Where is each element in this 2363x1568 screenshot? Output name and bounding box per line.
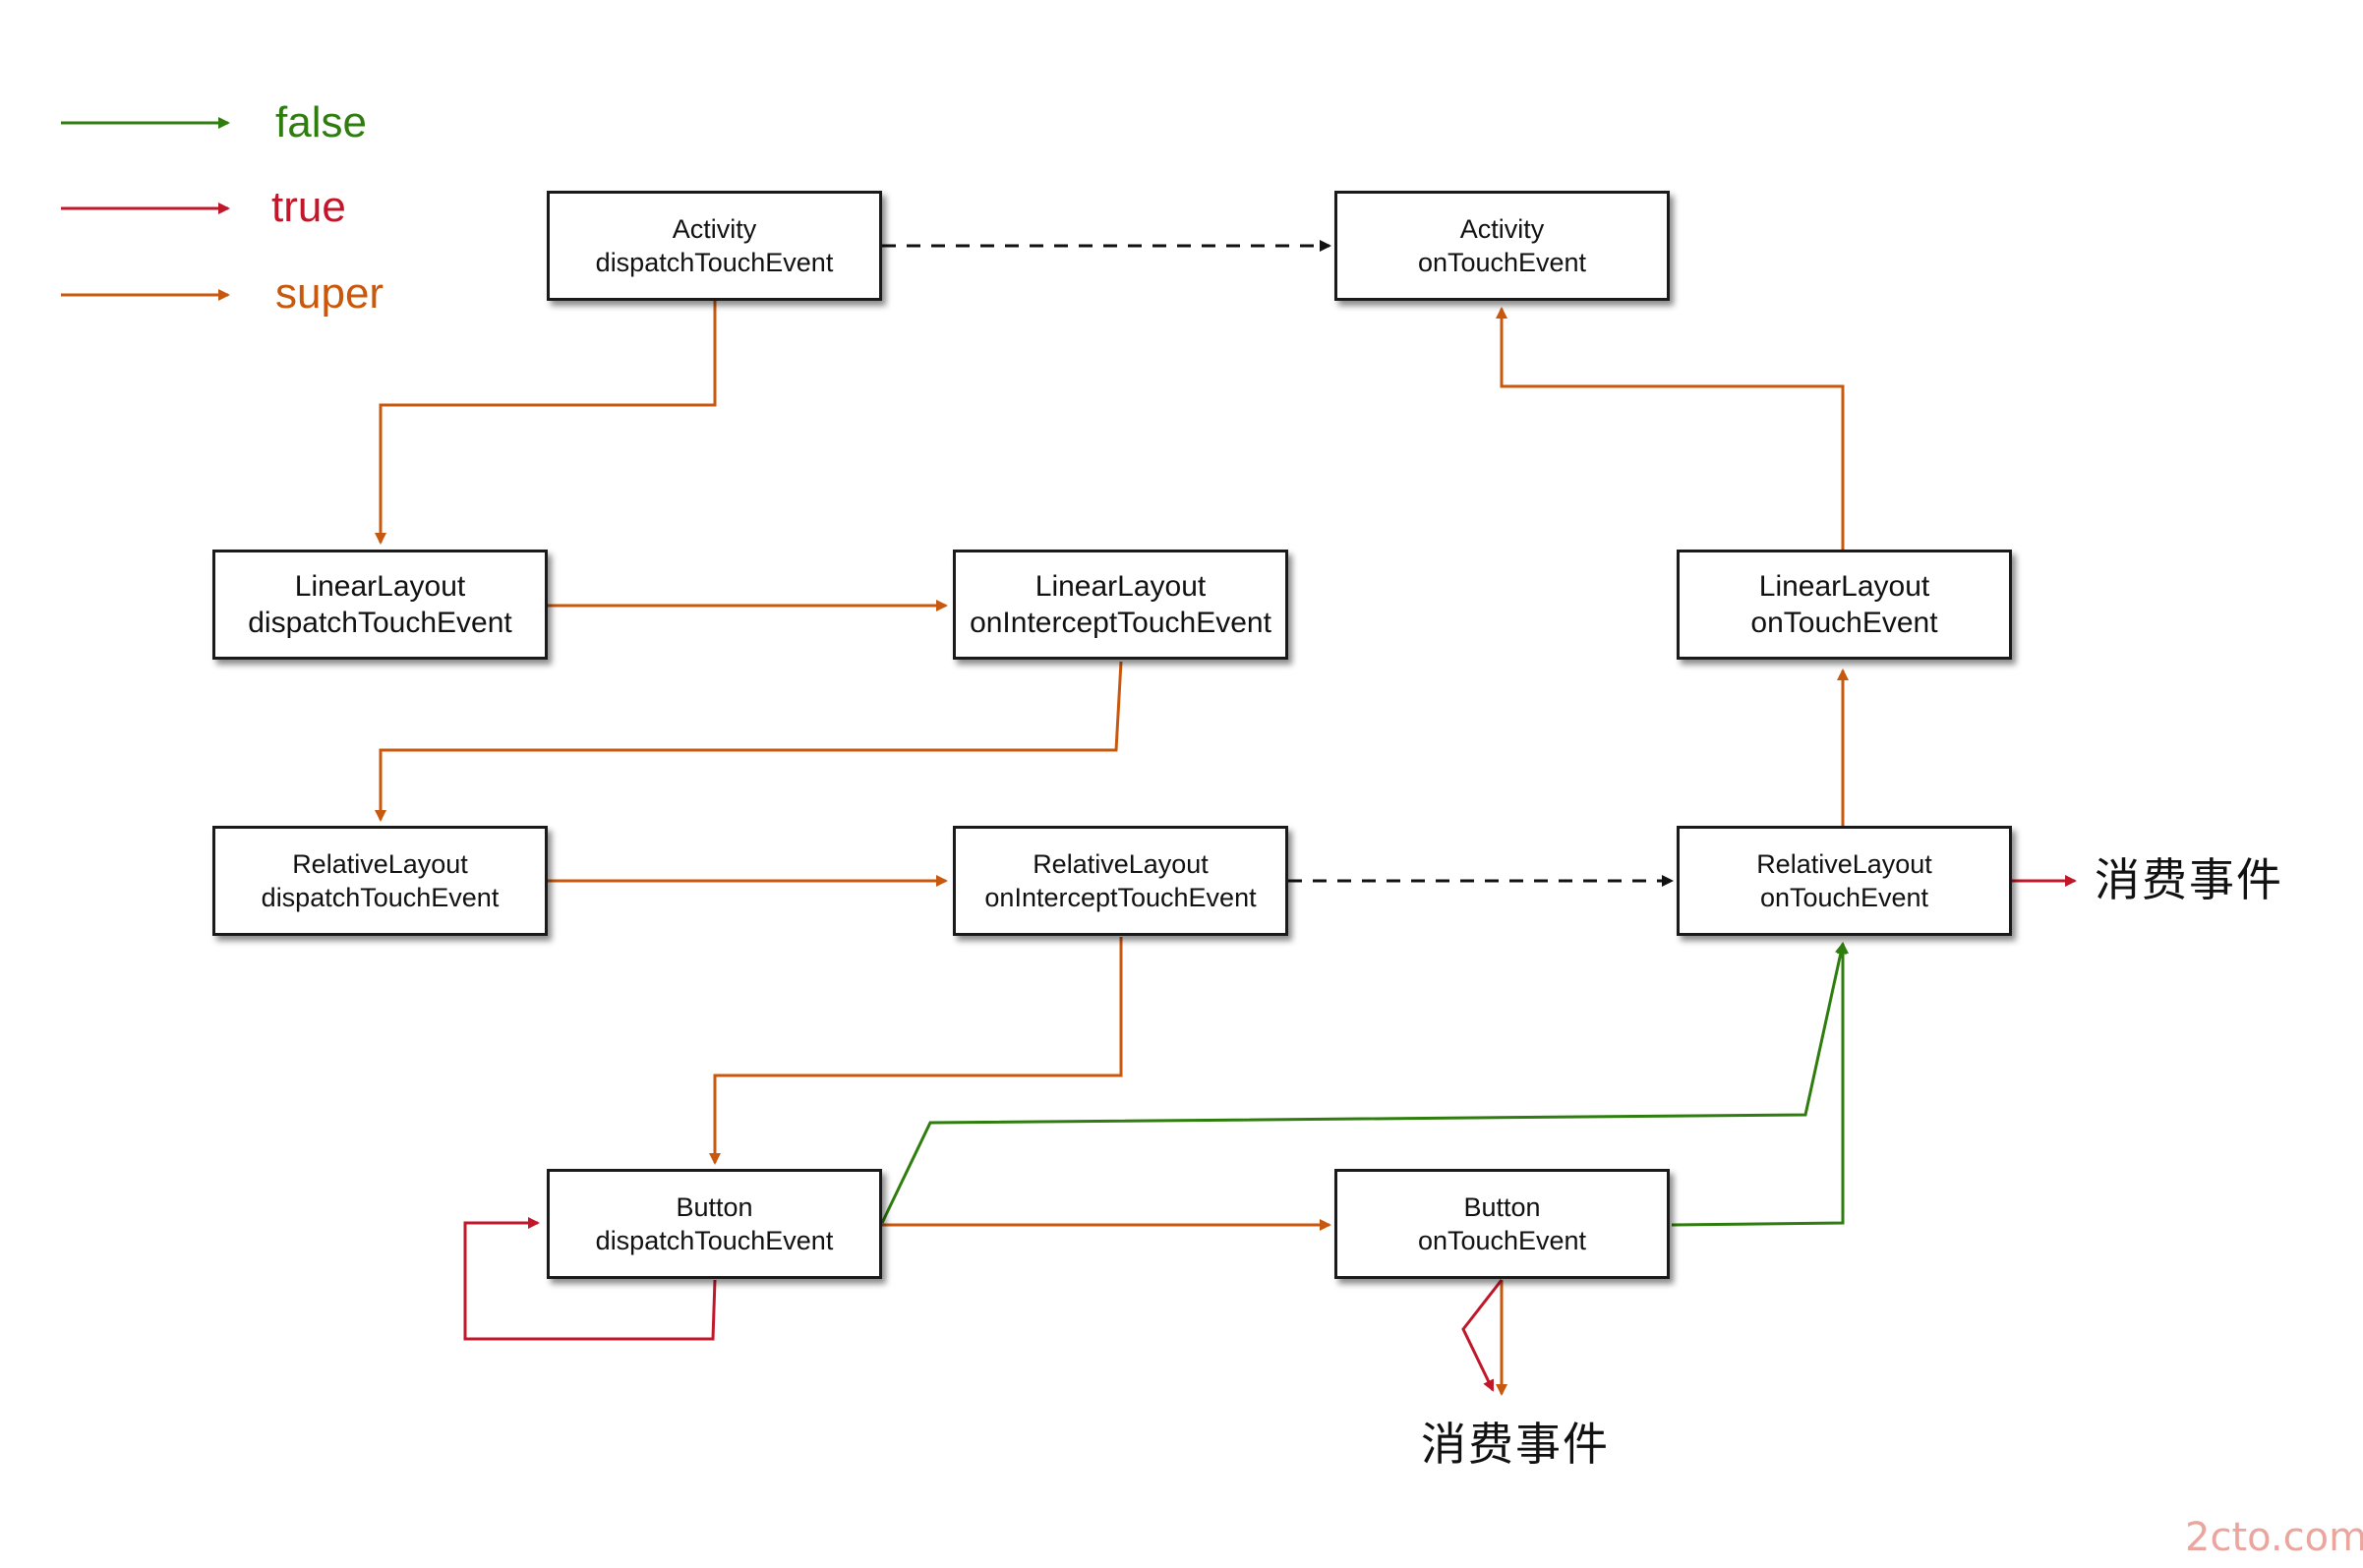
edge-activity-dispatch-to-linear-dispatch: [375, 301, 717, 545]
node-activity-ontouch: Activity onTouchEvent: [1334, 191, 1670, 301]
edge-button-ontouch-to-consume-true: [1461, 1279, 1504, 1392]
node-linear-dispatch-line2: dispatchTouchEvent: [248, 607, 512, 639]
edge-linear-intercept-to-relative-dispatch: [375, 661, 1123, 822]
node-linear-dispatch: LinearLayout dispatchTouchEvent: [212, 550, 548, 660]
node-relative-intercept-line1: RelativeLayout: [1033, 849, 1209, 879]
node-activity-dispatch-line1: Activity: [672, 214, 757, 244]
node-linear-intercept-line1: LinearLayout: [1034, 570, 1207, 603]
node-linear-intercept: LinearLayout onInterceptTouchEvent: [953, 550, 1288, 660]
node-button-ontouch-line2: onTouchEvent: [1417, 1226, 1587, 1255]
legend-true-label: true: [271, 183, 346, 231]
edge-button-ontouch-to-relative-ontouch: [1671, 942, 1849, 1227]
node-button-dispatch-line2: dispatchTouchEvent: [595, 1226, 834, 1255]
node-linear-ontouch: LinearLayout onTouchEvent: [1677, 550, 2012, 660]
node-relative-ontouch-line1: RelativeLayout: [1756, 849, 1932, 879]
node-relative-dispatch-line2: dispatchTouchEvent: [261, 883, 500, 912]
node-linear-ontouch-line1: LinearLayout: [1758, 570, 1930, 603]
node-button-ontouch-line1: Button: [1463, 1192, 1541, 1222]
node-activity-dispatch: Activity dispatchTouchEvent: [547, 191, 882, 301]
legend-super-label: super: [275, 269, 384, 318]
node-relative-dispatch: RelativeLayout dispatchTouchEvent: [212, 826, 548, 936]
consume-event-label-bottom: 消费事件: [1421, 1418, 1610, 1471]
node-linear-ontouch-line2: onTouchEvent: [1750, 607, 1938, 639]
node-activity-dispatch-line2: dispatchTouchEvent: [595, 248, 834, 277]
node-relative-intercept-line2: onInterceptTouchEvent: [984, 883, 1257, 912]
node-relative-dispatch-line1: RelativeLayout: [292, 849, 468, 879]
node-relative-ontouch: RelativeLayout onTouchEvent: [1677, 826, 2012, 936]
node-relative-ontouch-line2: onTouchEvent: [1759, 883, 1929, 912]
node-relative-intercept: RelativeLayout onInterceptTouchEvent: [953, 826, 1288, 936]
node-button-ontouch: Button onTouchEvent: [1334, 1169, 1670, 1279]
edge-relative-intercept-to-button-dispatch: [709, 937, 1123, 1165]
edge-button-dispatch-self-loop: [463, 1217, 717, 1341]
consume-event-label-right: 消费事件: [2095, 853, 2283, 906]
edge-linear-ontouch-to-activity-ontouch: [1496, 307, 1845, 551]
node-activity-ontouch-line1: Activity: [1459, 214, 1545, 244]
node-button-dispatch-line1: Button: [676, 1192, 753, 1222]
legend-false-label: false: [275, 98, 367, 146]
node-button-dispatch: Button dispatchTouchEvent: [547, 1169, 882, 1279]
node-linear-intercept-line2: onInterceptTouchEvent: [970, 607, 1271, 639]
edge-button-dispatch-to-relative-ontouch: [880, 942, 1847, 1224]
node-activity-ontouch-line2: onTouchEvent: [1417, 248, 1587, 277]
watermark-logo: 2cto.com: [2185, 1515, 2363, 1560]
node-linear-dispatch-line1: LinearLayout: [294, 570, 466, 603]
